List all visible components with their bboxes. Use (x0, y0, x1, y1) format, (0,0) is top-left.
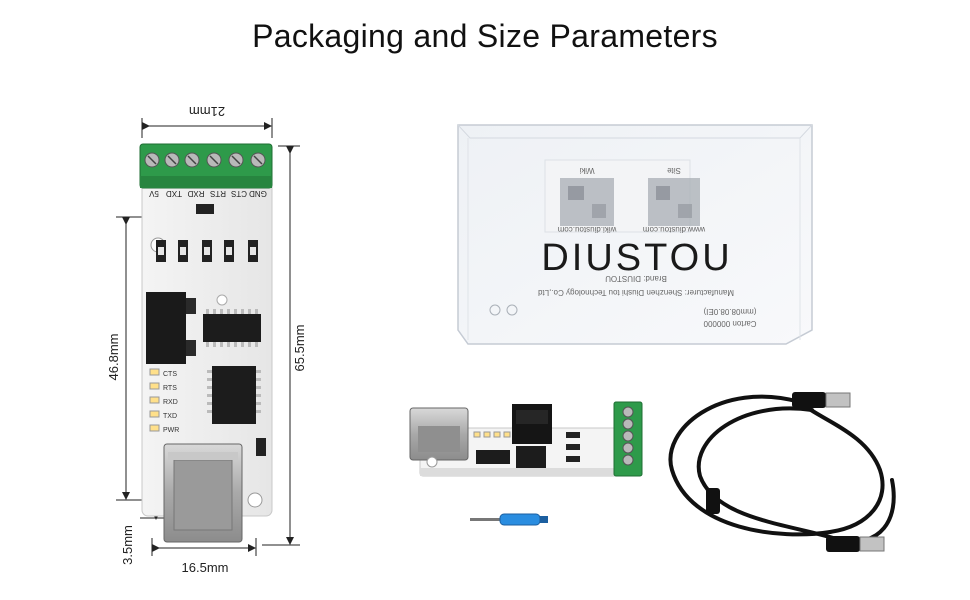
pin-label-5v: 5V (148, 189, 158, 198)
terminal-block (139, 143, 273, 189)
packaging-box: Wiki Site wiki.diustou.com www.diustou.c… (457, 124, 813, 345)
qr-label-wiki: Wiki (579, 166, 594, 175)
qr-label-site: Site (667, 166, 681, 175)
box-carton-size: (mm08.08.0EI) (703, 307, 756, 316)
page-title: Packaging and Size Parameters (252, 18, 718, 54)
led-label-rts: RTS (163, 385, 177, 392)
box-info-brand: Brand: DIUSTOU (605, 274, 667, 283)
usb-cable (668, 394, 896, 544)
qr-code-site (648, 178, 700, 226)
qr-code-wiki (560, 178, 614, 226)
led-label-txd: TXD (163, 413, 177, 420)
ic-chip-lower (207, 366, 261, 424)
dim-bottom-width: 16.5mm (182, 560, 229, 575)
led-label-rxd: RXD (163, 399, 178, 406)
pin-label-rts: RTS (210, 189, 226, 198)
led-label-pwr: PWR (163, 427, 179, 434)
pin-label-rxd: RXD (187, 189, 204, 198)
led-column: CTS RTS RXD TXD PWR (149, 368, 179, 434)
dim-top-width: 21mm (189, 104, 225, 119)
dim-body-height: 46.8mm (106, 334, 121, 381)
pin-label-txd: TXD (166, 189, 182, 198)
qr-url-site: www.diustou.com (643, 225, 707, 234)
module-side-view (409, 401, 643, 477)
usb-b-port (163, 443, 243, 543)
pin-label-gnd: GND (249, 189, 267, 198)
board-top-view: GND CTS RTS RXD TXD 5V (139, 143, 273, 543)
usb-cable-connectors (706, 392, 885, 552)
box-brand: DIUSTOU (541, 237, 732, 279)
pin-label-cts: CTS (231, 189, 247, 198)
box-carton-id: Carton 000000 (703, 319, 756, 328)
ic-chip-upper (203, 309, 261, 347)
led-label-cts: CTS (163, 371, 177, 378)
qr-url-wiki: wiki.diustou.com (557, 225, 617, 234)
board-dimension-view: 21mm 46.8mm 65.5mm 3.5mm 16.5mm (106, 104, 307, 575)
pin-labels: GND CTS RTS RXD TXD 5V (148, 189, 266, 198)
dim-total-height: 65.5mm (292, 325, 307, 372)
dim-offset: 3.5mm (120, 525, 135, 565)
screwdriver (470, 513, 548, 526)
box-info-manufacturer: Manufacturer: Shenzhen Diushi tou Techno… (538, 288, 734, 297)
